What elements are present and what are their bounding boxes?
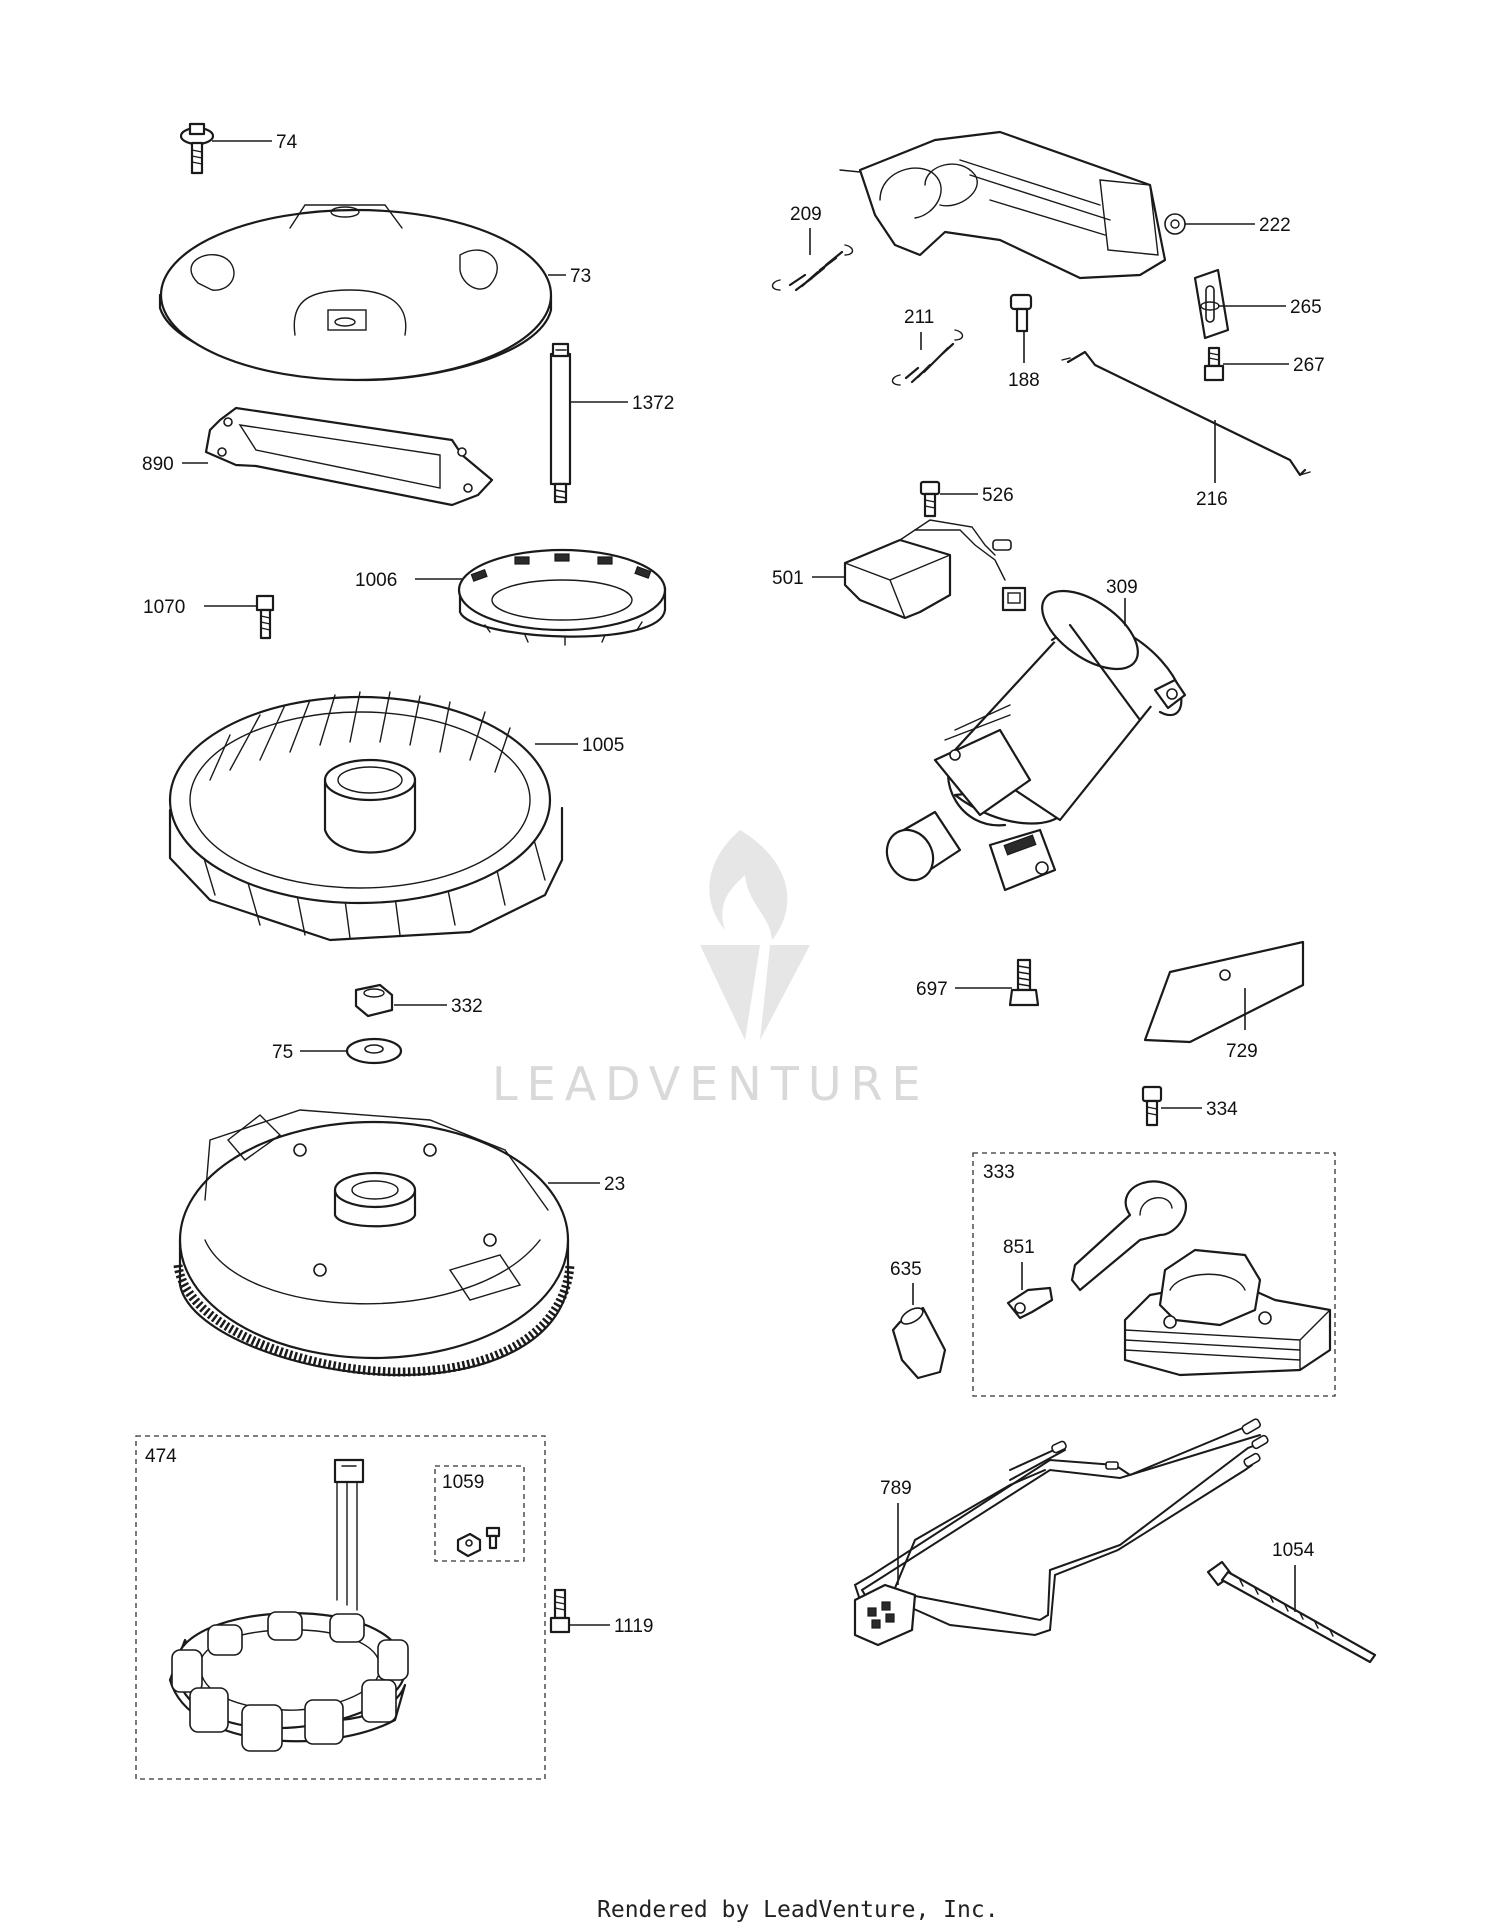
part-23-flywheel[interactable] <box>173 1109 575 1377</box>
part-74-bolt[interactable] <box>179 122 215 175</box>
callout-1006: 1006 <box>355 570 397 591</box>
part-729-shim-plate[interactable] <box>1143 940 1305 1044</box>
callout-501: 501 <box>772 568 804 589</box>
callout-216: 216 <box>1196 489 1228 510</box>
part-697-bolt[interactable] <box>1008 958 1040 1007</box>
kit-474-box <box>135 1435 546 1780</box>
callout-74: 74 <box>276 132 298 153</box>
callout-1070: 1070 <box>143 597 185 618</box>
part-635-spark-plug-boot[interactable] <box>891 1305 947 1380</box>
part-267-screw[interactable] <box>1203 346 1225 382</box>
part-851-clip[interactable] <box>1006 1286 1054 1320</box>
callout-332: 332 <box>451 996 483 1017</box>
part-1070-screw[interactable] <box>255 594 275 640</box>
callout-729: 729 <box>1226 1041 1258 1062</box>
watermark-flame-icon <box>709 830 788 940</box>
part-1054-cable-tie[interactable] <box>1206 1560 1377 1664</box>
kit-333-box <box>972 1152 1336 1397</box>
callout-211: 211 <box>904 307 934 328</box>
callout-1372: 1372 <box>632 393 674 414</box>
part-526-screw[interactable] <box>919 480 941 518</box>
part-1059-nut-and-bolt[interactable] <box>456 1526 501 1558</box>
callout-890: 890 <box>142 454 174 475</box>
part-789-wiring-harness[interactable] <box>853 1418 1269 1647</box>
callout-789: 789 <box>880 1478 912 1499</box>
callout-526: 526 <box>982 485 1014 506</box>
callout-333: 333 <box>983 1162 1015 1183</box>
callout-23: 23 <box>604 1174 625 1195</box>
callout-1005: 1005 <box>582 735 624 756</box>
footer-credit: Rendered by LeadVenture, Inc. <box>597 1897 999 1923</box>
part-474-stator[interactable] <box>168 1458 409 1752</box>
part-75-washer[interactable] <box>345 1037 403 1065</box>
callout-635: 635 <box>890 1259 922 1280</box>
watermark-text: LEADVENTURE <box>492 1057 930 1111</box>
part-265-clamp[interactable] <box>1193 268 1230 340</box>
callout-222: 222 <box>1259 215 1291 236</box>
callout-73: 73 <box>570 266 591 287</box>
callout-334: 334 <box>1206 1099 1238 1120</box>
callout-188: 188 <box>1008 370 1040 391</box>
callout-267: 267 <box>1293 355 1325 376</box>
part-73-blower-housing[interactable] <box>158 204 553 382</box>
part-1372-stud[interactable] <box>549 342 572 504</box>
part-1006-ring[interactable] <box>457 548 667 646</box>
part-309-starter-motor[interactable] <box>878 576 1187 892</box>
part-222-governor-control[interactable] <box>839 130 1186 280</box>
part-216-governor-rod[interactable] <box>1061 350 1311 477</box>
part-333-ignition-coil[interactable] <box>1070 1180 1332 1377</box>
callout-309: 309 <box>1106 577 1138 598</box>
part-1005-fan[interactable] <box>168 691 564 942</box>
part-1119-screw[interactable] <box>549 1588 571 1634</box>
callout-697: 697 <box>916 979 948 1000</box>
part-334-screw[interactable] <box>1141 1085 1163 1127</box>
part-211-spring[interactable] <box>891 329 964 386</box>
kit-1059-box <box>434 1465 525 1562</box>
part-501-regulator[interactable] <box>843 519 1027 620</box>
callout-209: 209 <box>790 204 822 225</box>
callout-1054: 1054 <box>1272 1540 1315 1561</box>
callout-1059: 1059 <box>442 1472 484 1493</box>
callout-1119: 1119 <box>614 1616 653 1637</box>
watermark-v-icon <box>700 945 810 1040</box>
callout-265: 265 <box>1290 297 1322 318</box>
part-188-bolt[interactable] <box>1009 293 1033 333</box>
part-332-nut[interactable] <box>354 983 394 1018</box>
part-209-spring[interactable] <box>771 244 854 292</box>
callout-851: 851 <box>1003 1237 1035 1258</box>
watermark: LEADVENTURE <box>492 830 930 1111</box>
callout-75: 75 <box>272 1042 293 1063</box>
part-890-gasket[interactable] <box>204 406 494 507</box>
callout-474: 474 <box>145 1446 177 1467</box>
